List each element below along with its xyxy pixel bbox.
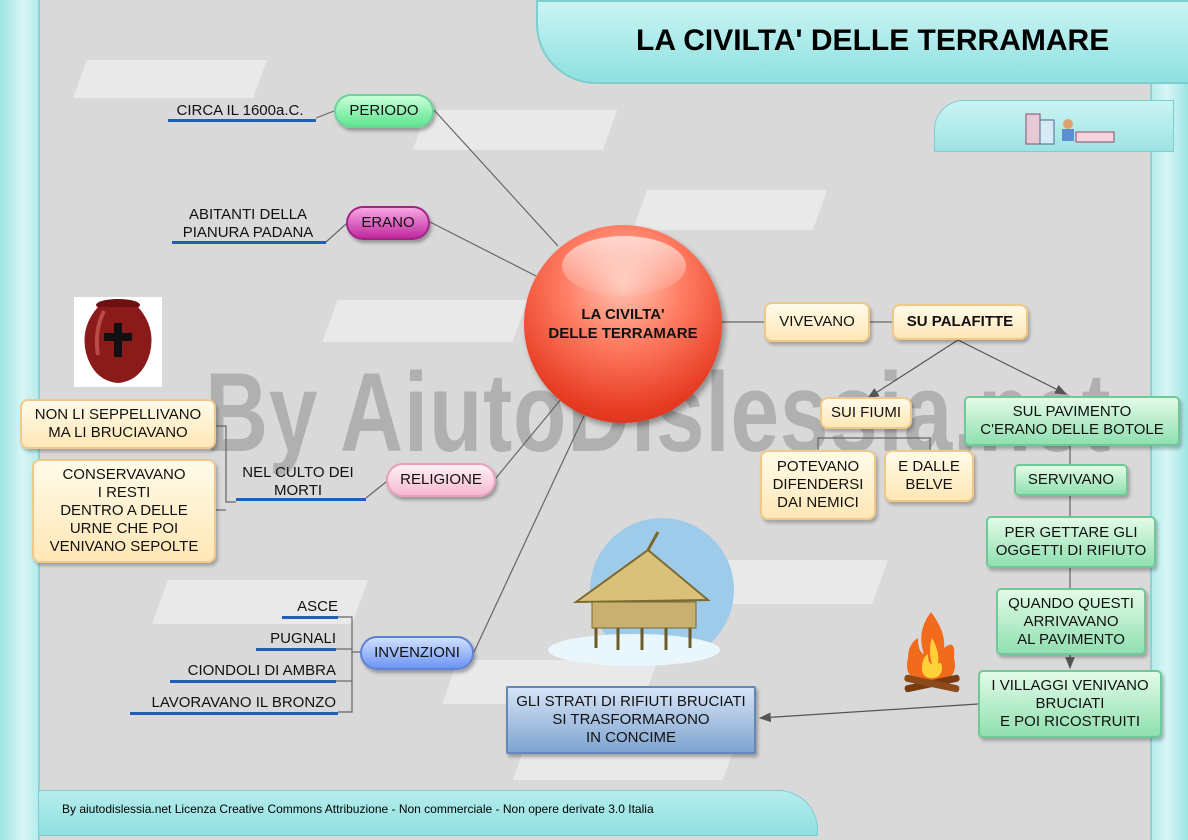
vivevano-fiumi-label: SUI FIUMI — [831, 404, 901, 421]
title-banner — [536, 0, 1188, 84]
erano-leaf: ABITANTI DELLA PIANURA PADANA — [182, 206, 314, 241]
religione-sub-underline — [236, 498, 366, 501]
periodo-leaf: CIRCA IL 1600a.C. — [176, 102, 304, 119]
chain-item-2[interactable]: SERVIVANO — [1014, 464, 1128, 496]
fire-icon — [896, 608, 966, 694]
fiumi-item-1-text: POTEVANO DIFENDERSI DAI NEMICI — [772, 458, 864, 511]
invenzioni-item-2: PUGNALI — [270, 630, 336, 647]
fiumi-item-1[interactable]: POTEVANO DIFENDERSI DAI NEMICI — [760, 450, 876, 520]
chain-item-1-text: SUL PAVIMENTO C'ERANO DELLE BOTOLE — [980, 403, 1164, 438]
chain-item-5-text: I VILLAGGI VENIVANO BRUCIATI E POI RICOS… — [991, 677, 1149, 730]
central-topic-label: LA CIVILTA' DELLE TERRAMARE — [548, 306, 698, 342]
chain-item-4-text: QUANDO QUESTI ARRIVAVANO AL PAVIMENTO — [1008, 594, 1134, 648]
result-box-text: GLI STRATI DI RIFIUTI BRUCIATI SI TRASFO… — [516, 693, 746, 746]
footer-banner — [38, 790, 818, 836]
invenzioni-item-4: LAVORAVANO IL BRONZO — [151, 694, 336, 711]
branch-periodo[interactable]: PERIODO — [334, 94, 434, 128]
invenzioni-item-3: CIONDOLI DI AMBRA — [187, 662, 336, 679]
page-title: LA CIVILTA' DELLE TERRAMARE — [636, 24, 1110, 57]
religione-item-2-text: CONSERVAVANO I RESTI DENTRO A DELLE URNE… — [49, 466, 199, 555]
aiutodislessia-logo-icon — [1024, 110, 1118, 150]
chain-item-4[interactable]: QUANDO QUESTI ARRIVAVANO AL PAVIMENTO — [996, 588, 1146, 655]
fiumi-item-2-text: E DALLE BELVE — [898, 458, 960, 493]
central-topic[interactable]: LA CIVILTA' DELLE TERRAMARE — [524, 225, 722, 423]
chain-item-2-text: SERVIVANO — [1027, 471, 1115, 488]
invenzioni-item-1-underline — [282, 616, 338, 619]
branch-religione[interactable]: RELIGIONE — [386, 463, 496, 497]
religione-item-1[interactable]: NON LI SEPPELLIVANO MA LI BRUCIAVANO — [20, 399, 216, 449]
stilt-house-icon — [548, 510, 736, 670]
religione-sub: NEL CULTO DEI MORTI — [242, 464, 354, 499]
fiumi-item-2[interactable]: E DALLE BELVE — [884, 450, 974, 502]
branch-invenzioni[interactable]: INVENZIONI — [360, 636, 474, 670]
branch-erano-label: ERANO — [361, 214, 415, 231]
erano-leaf-underline — [172, 241, 326, 244]
chain-item-1[interactable]: SUL PAVIMENTO C'ERANO DELLE BOTOLE — [964, 396, 1180, 446]
religione-item-2[interactable]: CONSERVAVANO I RESTI DENTRO A DELLE URNE… — [32, 459, 216, 563]
license-text: By aiutodislessia.net Licenza Creative C… — [62, 802, 654, 816]
invenzioni-item-2-underline — [256, 648, 336, 651]
chain-item-3-text: PER GETTARE GLI OGGETTI DI RIFIUTO — [995, 524, 1147, 559]
invenzioni-item-3-underline — [170, 680, 336, 683]
vivevano-palafitte-label: SU PALAFITTE — [906, 313, 1014, 330]
chain-item-5[interactable]: I VILLAGGI VENIVANO BRUCIATI E POI RICOS… — [978, 670, 1162, 738]
vivevano-palafitte[interactable]: SU PALAFITTE — [892, 304, 1028, 340]
result-box[interactable]: GLI STRATI DI RIFIUTI BRUCIATI SI TRASFO… — [506, 686, 756, 754]
vivevano-fiumi[interactable]: SUI FIUMI — [820, 397, 912, 429]
branch-erano[interactable]: ERANO — [346, 206, 430, 240]
branch-religione-label: RELIGIONE — [400, 471, 482, 488]
invenzioni-item-4-underline — [130, 712, 338, 715]
invenzioni-item-1: ASCE — [297, 598, 338, 615]
branch-vivevano-label: VIVEVANO — [779, 313, 855, 330]
branch-invenzioni-label: INVENZIONI — [374, 644, 460, 661]
branch-periodo-label: PERIODO — [349, 102, 419, 119]
branch-vivevano[interactable]: VIVEVANO — [764, 302, 870, 342]
religione-item-1-text: NON LI SEPPELLIVANO MA LI BRUCIAVANO — [34, 406, 202, 441]
periodo-leaf-underline — [168, 119, 316, 122]
chain-item-3[interactable]: PER GETTARE GLI OGGETTI DI RIFIUTO — [986, 516, 1156, 568]
urn-with-cross-icon — [74, 297, 162, 387]
